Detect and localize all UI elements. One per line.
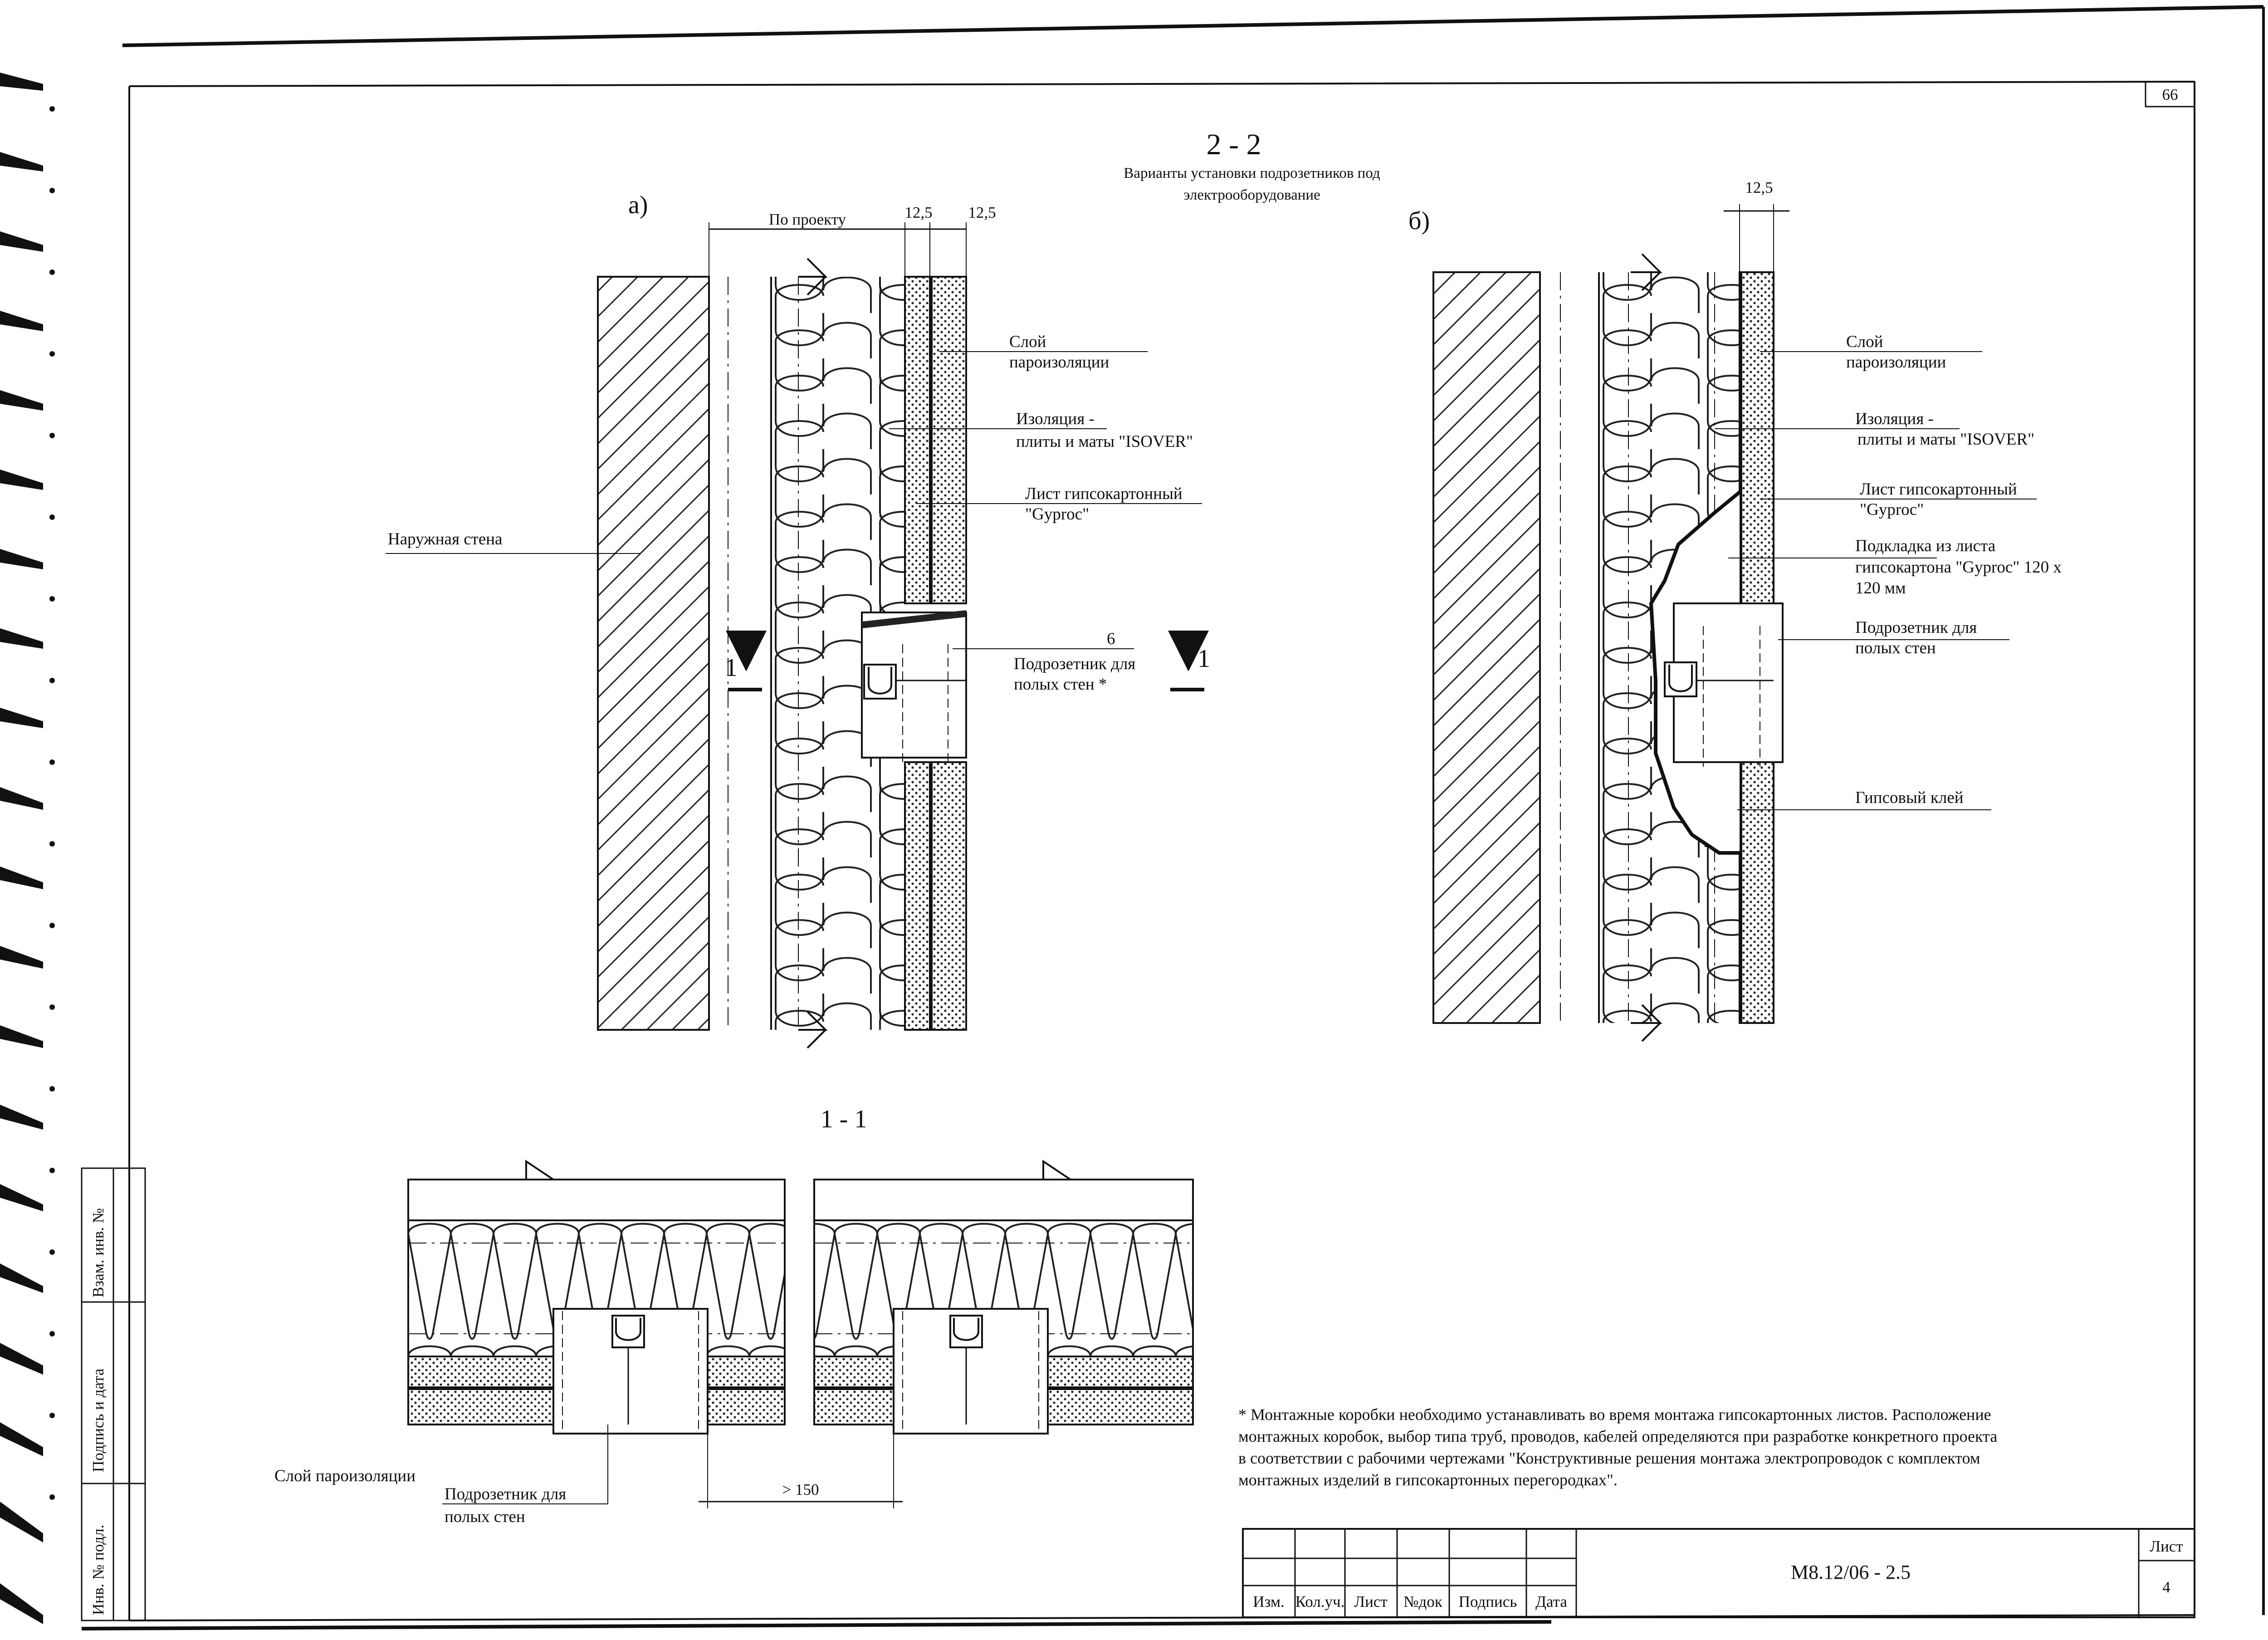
section-title: 2 - 2 [1207,128,1261,161]
callout-b-pad-1: Подкладка из листа [1855,537,1995,555]
tb-col-kol: Кол.уч. [1295,1593,1345,1611]
section-subtitle-1: Варианты установки подрозетников под [1124,165,1380,181]
callout-b-pad-3: 120 мм [1855,579,1906,597]
callout-a-gkl-1: Лист гипсокартонный [1025,485,1183,503]
socket-box-a [861,610,967,762]
dim-b-board: 12,5 [1745,179,1773,196]
section-2-2-header: 2 - 2 Варианты установки подрозетников п… [1124,128,1380,203]
callout-b-box-1: Подрозетник для [1855,618,1977,637]
footnote-line-2: монтажных коробок, выбор типа труб, пров… [1238,1427,1997,1445]
variant-a-drawing: а) 1 [386,191,1210,1049]
page-number: 66 [2162,86,2178,103]
dim-spacing: > 150 [782,1481,819,1498]
tb-sheet-number: 4 [2162,1578,2170,1596]
variant-b-drawing: б) 12,5 Слой [1408,179,2062,1042]
socket-box-b [1664,602,1784,767]
tb-col-data: Дата [1535,1593,1567,1611]
tb-col-podpis: Подпись [1459,1593,1517,1611]
section-subtitle-2: электрооборудование [1183,187,1320,203]
footnote: * Монтажные коробки необходимо устанавли… [1238,1405,1997,1489]
callout-section-vapor: Слой пароизоляции [274,1467,415,1485]
callout-b-vapor-2: пароизоляции [1846,353,1946,372]
callout-b-box-2: полых стен [1855,639,1936,657]
stamp-podpis-data: Подпись и дата [89,1368,107,1472]
callout-a-vapor-2: пароизоляции [1009,353,1109,372]
page-number-box: 66 [2145,81,2195,108]
callout-a-box-2: полых стен * [1014,675,1107,694]
callout-b-insul-1: Изоляция - [1855,410,1934,428]
callout-glue: Гипсовый клей [1855,788,1964,807]
footnote-line-1: * Монтажные коробки необходимо устанавли… [1238,1405,1991,1424]
sheet-frame [81,5,2265,1630]
exterior-wall [597,276,710,1031]
cut-mark-right: 1 [1198,645,1210,673]
gypsum-board-1 [904,276,931,604]
socket-box-section-left [552,1308,709,1434]
callout-section-box-1: Подрозетник для [445,1485,566,1503]
stamp-inv-podl: Инв. № подл. [89,1525,107,1615]
callout-a-vapor-1: Слой [1009,333,1046,351]
dim-board-2: 12,5 [968,204,996,221]
tb-col-ndok: №док [1403,1593,1443,1611]
tb-doc-code: М8.12/06 - 2.5 [1791,1561,1911,1583]
tb-col-list: Лист [1354,1593,1387,1611]
callout-box-number: 6 [1107,630,1115,648]
binding-marks [0,73,55,1624]
callout-section-box-2: полых стен [445,1508,525,1526]
dim-project: По проекту [769,211,846,228]
footnote-line-3: в соответствии с рабочими чертежами "Кон… [1238,1449,1980,1467]
callout-b-vapor-1: Слой [1846,333,1883,351]
variant-b-label: б) [1408,207,1430,235]
footnote-line-4: монтажных изделий в гипсокартонных перег… [1238,1471,1618,1489]
callout-b-insul-2: плиты и маты "ISOVER" [1857,430,2034,449]
cut-mark-left: 1 [725,654,738,682]
gypsum-board-2 [929,276,967,604]
stamp-vzam-inv: Взам. инв. № [89,1208,107,1297]
callout-a-gkl-2: "Gyproc" [1025,505,1089,524]
variant-a-label: а) [628,191,648,219]
title-block-text: Изм. Кол.уч. Лист №док Подпись Дата М8.1… [1253,1537,2183,1611]
section-1-1-drawing: 1 - 1 [274,1105,1194,1526]
callout-a-insul-2: плиты и маты "ISOVER" [1016,432,1193,451]
tb-col-izm: Изм. [1253,1593,1285,1611]
callout-b-pad-2: гипсокартона "Gyproc" 120 х [1855,558,2062,577]
callout-b-gkl-2: "Gyproc" [1860,500,1924,519]
socket-box-section-right [893,1308,1049,1434]
side-stamp: Взам. инв. № Подпись и дата Инв. № подл. [81,1167,146,1621]
dim-board-1: 12,5 [904,204,932,221]
callout-a-insul-1: Изоляция - [1016,410,1095,428]
title-block [1242,1528,2195,1618]
callout-b-gkl-1: Лист гипсокартонный [1860,480,2017,499]
section-11-title: 1 - 1 [821,1105,867,1133]
tb-sheet-label: Лист [2150,1537,2183,1555]
callout-a-box-1: Подрозетник для [1014,655,1135,673]
callout-wall: Наружная стена [388,530,502,548]
